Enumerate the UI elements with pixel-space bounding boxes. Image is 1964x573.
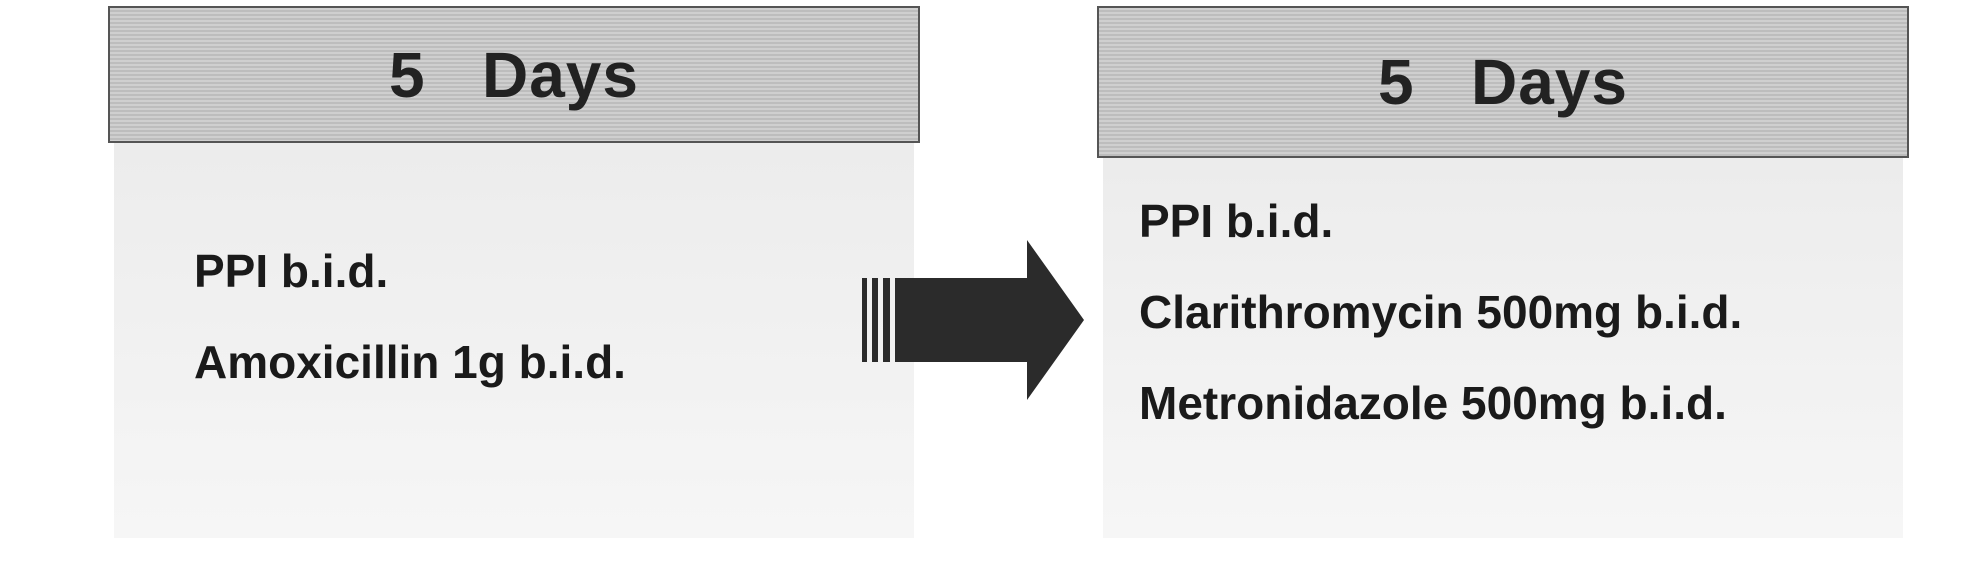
phase-1-regimen-list: PPI b.i.d. Amoxicillin 1g b.i.d. — [194, 248, 626, 430]
phase-2-regimen-list: PPI b.i.d. Clarithromycin 500mg b.i.d. M… — [1139, 198, 1742, 471]
arrow-stripe — [883, 278, 890, 362]
phase-1-regimen-item: Amoxicillin 1g b.i.d. — [194, 336, 626, 388]
phase-2-regimen-item: Metronidazole 500mg b.i.d. — [1139, 377, 1727, 429]
phase-1-title: 5 Days — [389, 38, 639, 111]
arrow-stripe — [872, 278, 878, 362]
phase-2-header: 5 Days — [1097, 6, 1909, 158]
phase-1-body: PPI b.i.d. Amoxicillin 1g b.i.d. — [114, 143, 914, 538]
phase-1-regimen-item: PPI b.i.d. — [194, 245, 389, 297]
sequence-arrow-icon — [862, 240, 1084, 400]
phase-2-title: 5 Days — [1378, 46, 1628, 118]
arrow-body — [895, 240, 1084, 400]
phase-1-box: 5 Days PPI b.i.d. Amoxicillin 1g b.i.d. — [108, 6, 922, 538]
arrow-stripe — [862, 278, 867, 362]
phase-2-body: PPI b.i.d. Clarithromycin 500mg b.i.d. M… — [1103, 158, 1903, 538]
phase-2-box: 5 Days PPI b.i.d. Clarithromycin 500mg b… — [1097, 6, 1911, 538]
phase-1-header: 5 Days — [108, 6, 920, 143]
phase-2-regimen-item: Clarithromycin 500mg b.i.d. — [1139, 286, 1743, 338]
phase-2-regimen-item: PPI b.i.d. — [1139, 195, 1334, 247]
